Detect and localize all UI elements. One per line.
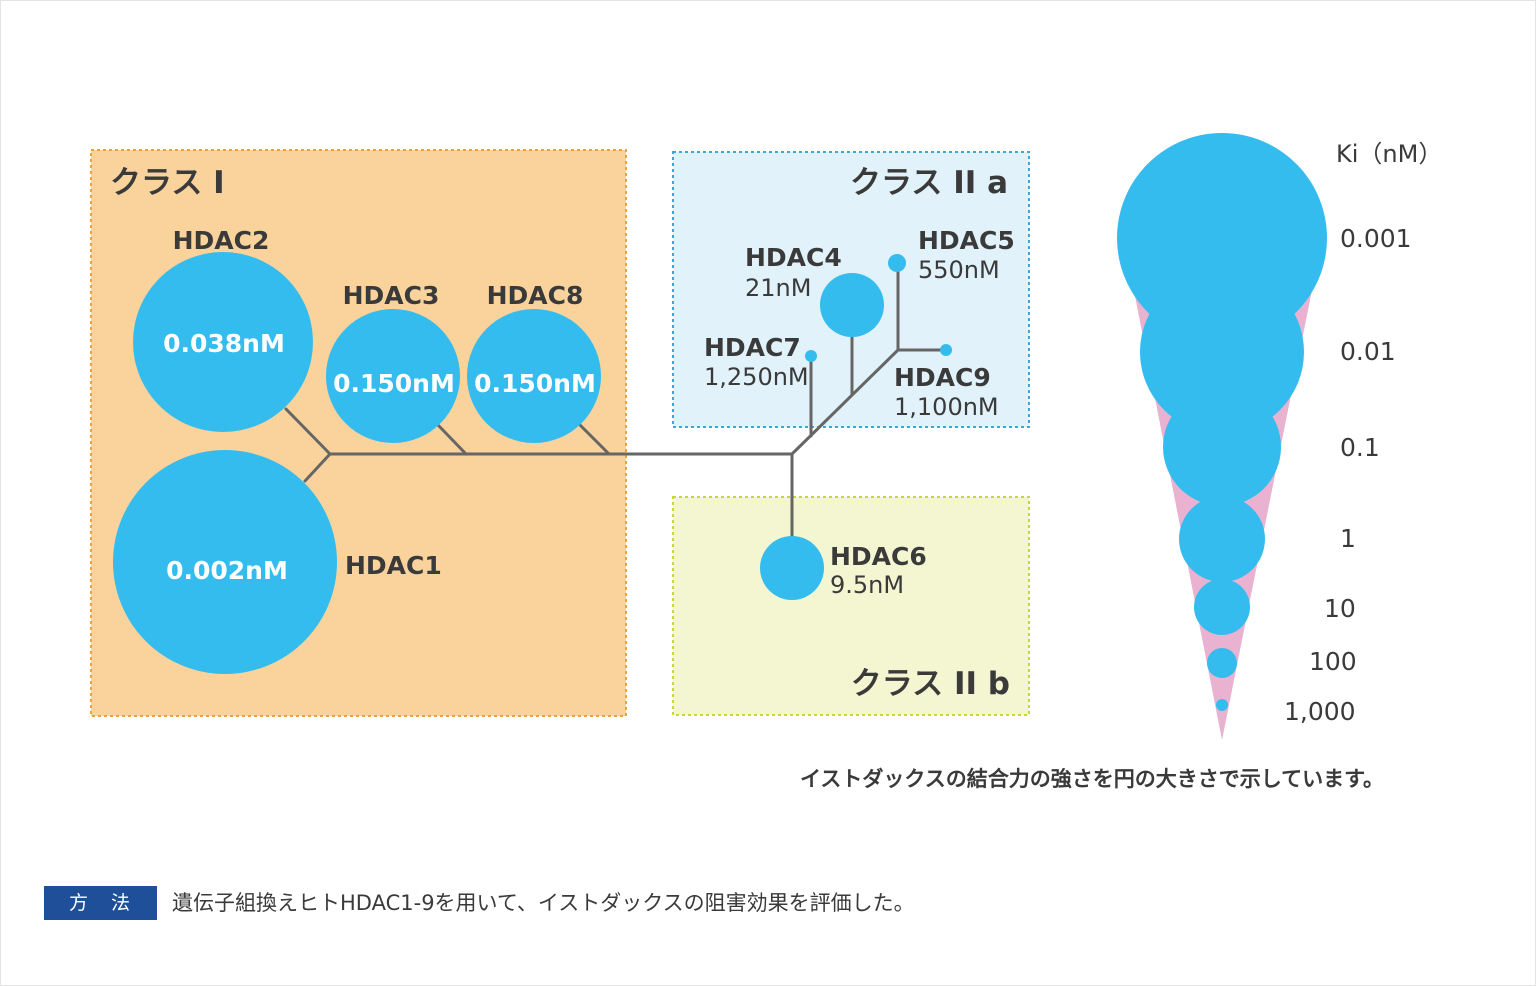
ki-bubble-1 [1179, 496, 1265, 582]
ki-tick: 0.01 [1340, 337, 1396, 366]
ki-tick: 1,000 [1284, 697, 1356, 726]
hdac5-bubble [888, 254, 906, 272]
class-2b-panel [672, 496, 1030, 716]
hdac7-ki: 1,250nM [704, 363, 809, 391]
class-1-title: クラス I [110, 165, 225, 201]
ki-bubble-0.1 [1163, 388, 1281, 506]
ki-bubble-0.01 [1140, 270, 1304, 434]
hdac2-label: HDAC2 [173, 226, 270, 255]
ki-bubble-10 [1194, 579, 1250, 635]
ki-tick: 1 [1340, 524, 1356, 553]
hdac1-label: HDAC1 [345, 551, 442, 580]
ki-tick: 10 [1324, 594, 1356, 623]
hdac3-label: HDAC3 [343, 281, 440, 310]
method-badge: 方 法 [44, 886, 157, 920]
hdac9-bubble [940, 344, 952, 356]
hdac5-label: HDAC5 [918, 226, 1015, 255]
hdac1-ki: 0.002nM [166, 556, 288, 585]
ki-tick: 0.001 [1340, 224, 1412, 253]
ki-scale-bubbles [1117, 133, 1327, 711]
hdac7-label: HDAC7 [704, 333, 801, 362]
hdac1-bubble [113, 450, 337, 674]
hdac6-ki: 9.5nM [830, 571, 904, 599]
hdac6-label: HDAC6 [830, 542, 927, 571]
ki-tick: 100 [1309, 647, 1357, 676]
hdac3-bubble [326, 309, 460, 443]
ki-legend-title: Ki（nM） [1336, 140, 1442, 168]
hdac3-ki: 0.150nM [333, 369, 455, 398]
hdac4-bubble [820, 273, 884, 337]
hdac9-ki: 1,100nM [894, 393, 999, 421]
hdac4-label: HDAC4 [745, 243, 842, 272]
hdac5-ki: 550nM [918, 256, 1000, 284]
class-2a-title: クラス II a [850, 165, 1008, 201]
ki-bubble-100 [1207, 648, 1237, 678]
method-description: 遺伝子組換えヒトHDAC1-9を用いて、イストダックスの阻害効果を評価した。 [172, 891, 915, 915]
tree-lines [284, 262, 948, 539]
hdac4-ki: 21nM [745, 274, 811, 302]
legend-caption: イストダックスの結合力の強さを円の大きさで示しています。 [800, 767, 1384, 791]
hdac9-label: HDAC9 [894, 363, 991, 392]
hdac2-bubble [133, 252, 313, 432]
hdac8-ki: 0.150nM [474, 369, 596, 398]
ki-tick: 0.1 [1340, 433, 1380, 462]
ki-bubble-1000 [1216, 699, 1228, 711]
class-2b-title: クラス II b [851, 666, 1010, 702]
hdac6-bubble [760, 536, 824, 600]
hdac8-label: HDAC8 [487, 281, 584, 310]
hdac2-ki: 0.038nM [163, 329, 285, 358]
hdac7-bubble [805, 350, 817, 362]
hdac8-bubble [467, 309, 601, 443]
